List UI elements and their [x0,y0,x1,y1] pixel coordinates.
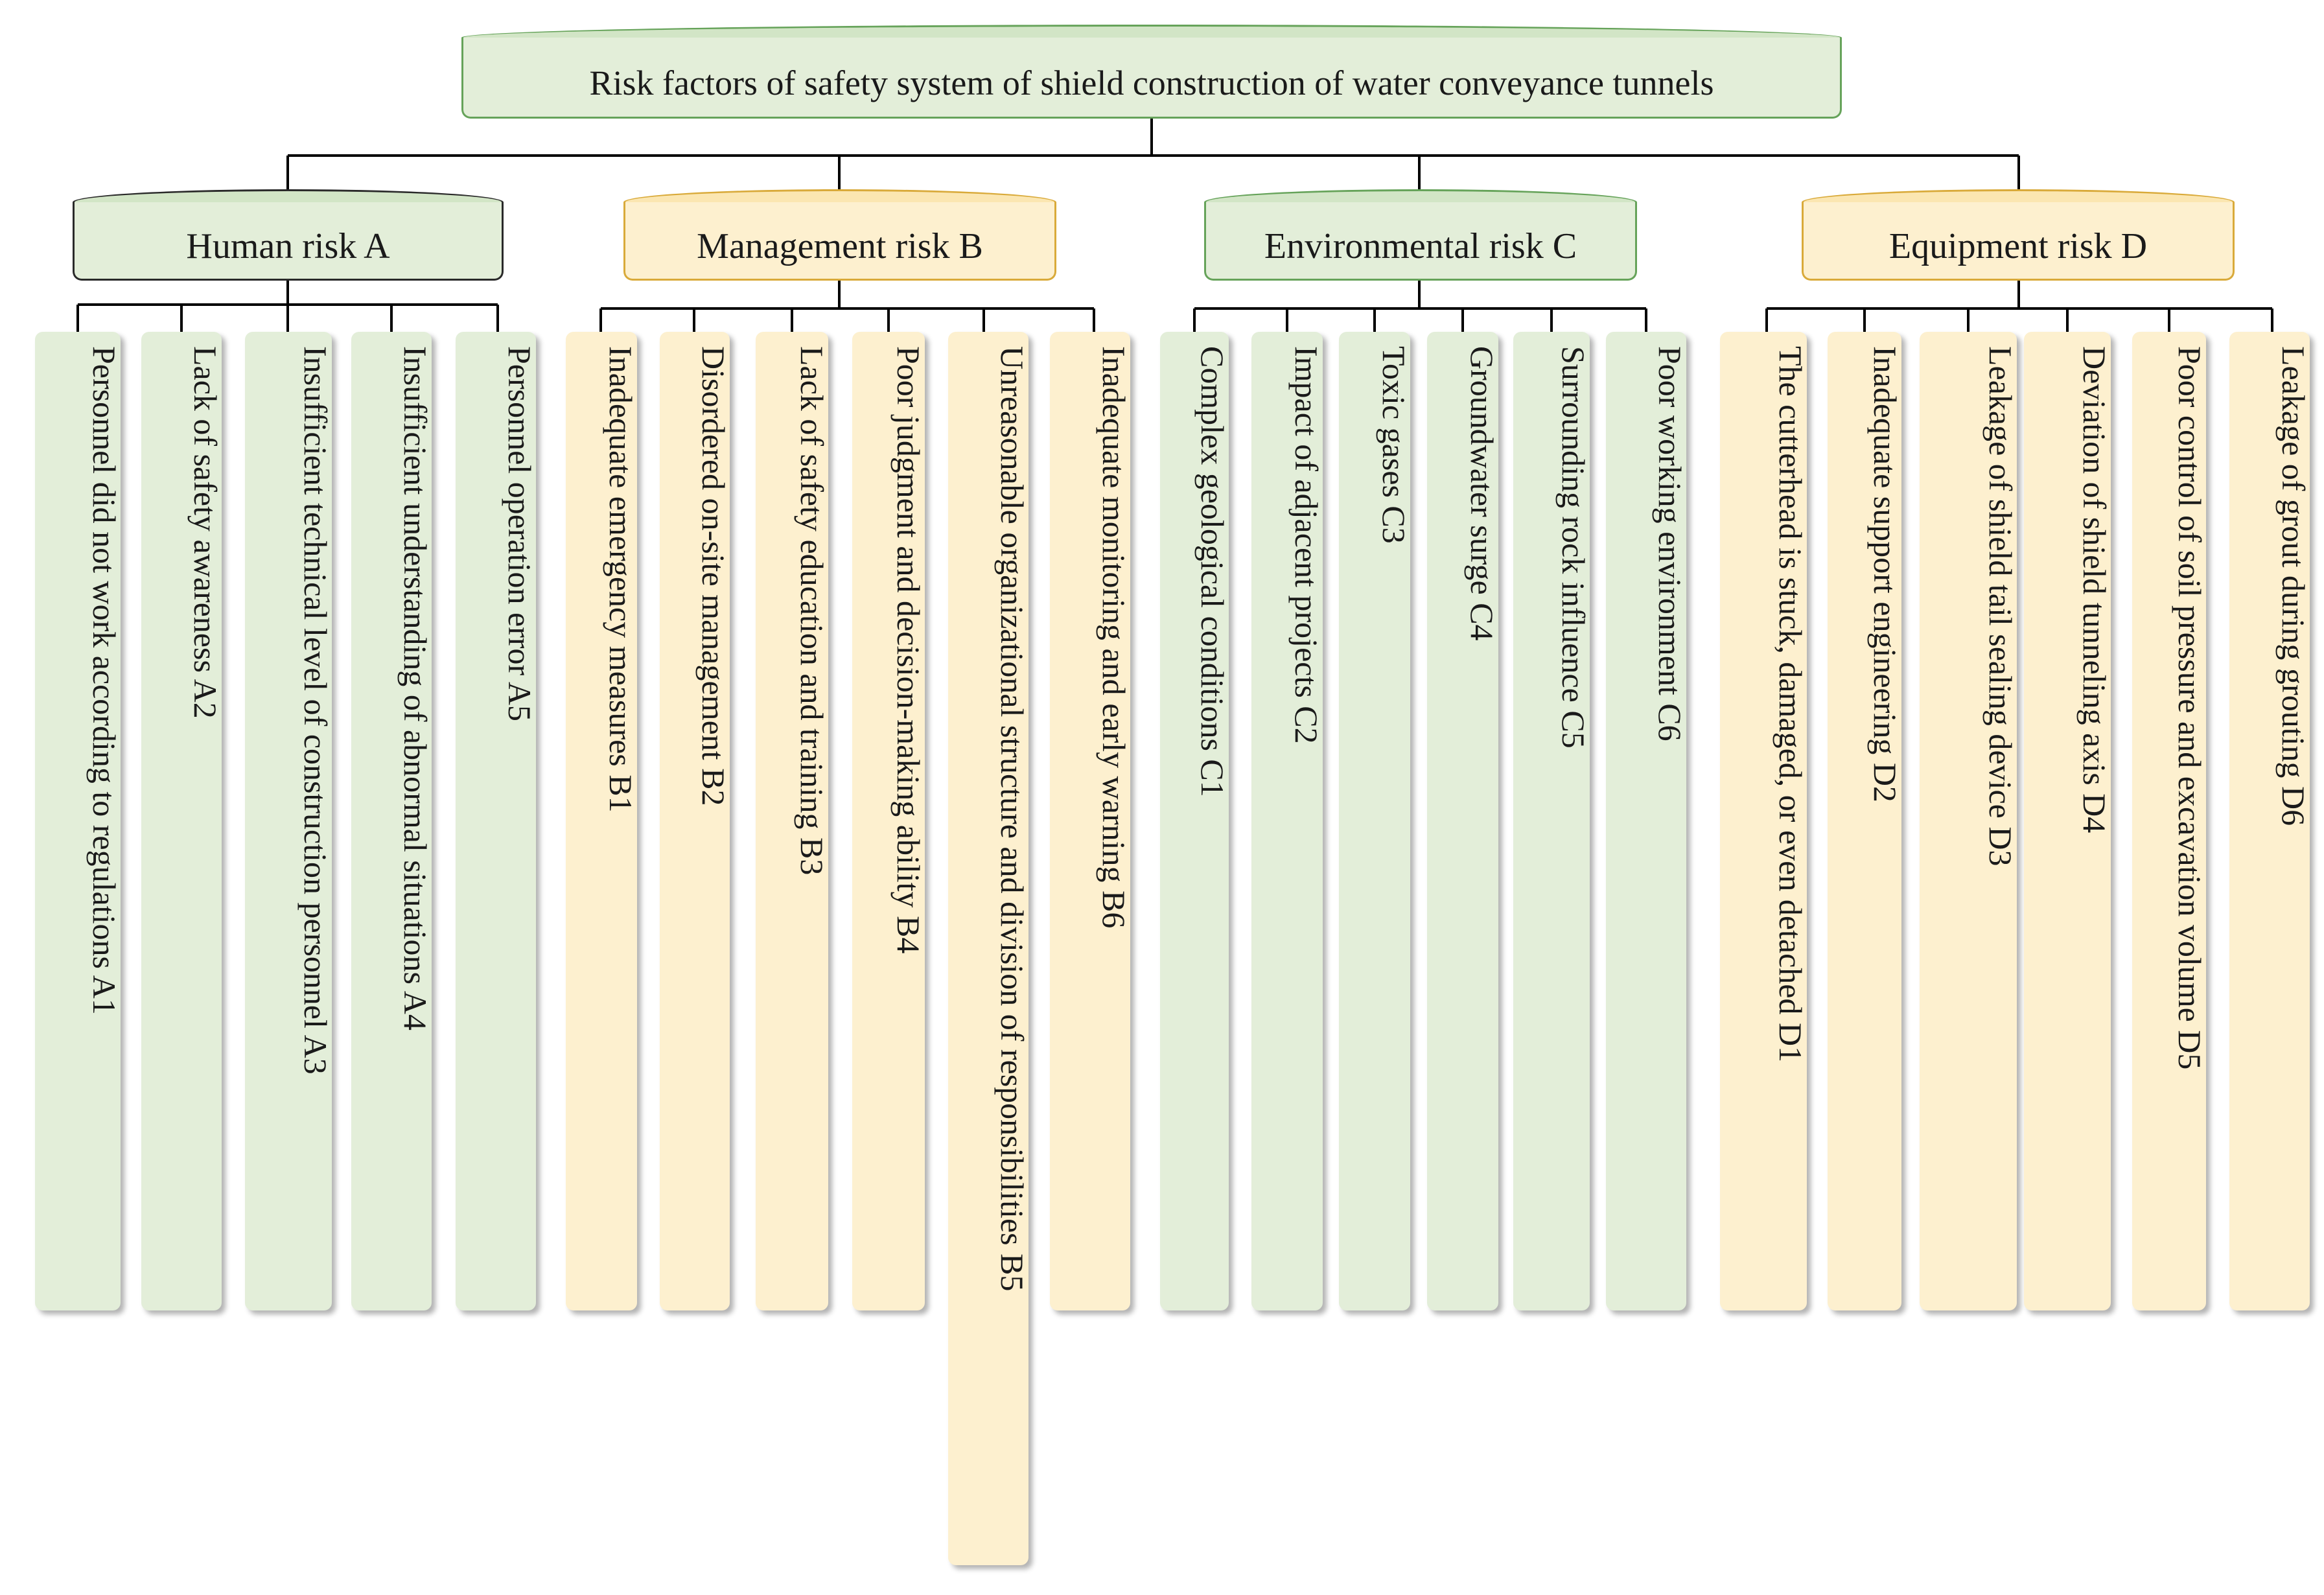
category-label: Human risk A [186,226,390,266]
factor-label: Disordered on-site management B2 [695,346,732,806]
factor-c5: Surrounding rock influence C5 [1513,332,1592,1310]
factor-d6: Leakage of grout during grouting D6 [2229,332,2312,1310]
factor-b3: Lack of safety education and training B3 [756,332,830,1310]
factor-b5: Unreasonable organizational structure an… [948,332,1030,1565]
factor-label: Poor judgment and decision-making abilit… [890,346,927,954]
category-body: Equipment risk D [1802,202,2235,281]
factor-d2: Inadequate support engineering D2 [1828,332,1903,1310]
factor-b6: Inadequate monitoring and early warning … [1050,332,1132,1310]
factor-d1: The cutterhead is stuck, damaged, or eve… [1720,332,1809,1310]
category-body: Environmental risk C [1204,202,1637,281]
root-node: Risk factors of safety system of shield … [461,25,1842,119]
category-management-risk: Management risk B [623,189,1056,281]
root-node-label: Risk factors of safety system of shield … [589,64,1714,102]
factor-c6: Poor working environment C6 [1606,332,1688,1310]
factor-label: Leakage of grout during grouting D6 [2275,346,2312,826]
factor-label: The cutterhead is stuck, damaged, or eve… [1772,346,1809,1063]
root-node-body: Risk factors of safety system of shield … [461,38,1842,119]
category-body: Human risk A [73,202,504,281]
factor-a5: Personnel operation error A5 [456,332,538,1310]
factor-label: Lack of safety awareness A2 [187,346,224,719]
factor-label: Leakage of shield tail sealing device D3 [1982,346,2019,867]
factor-label: Toxic gases C3 [1376,346,1412,544]
category-human-risk: Human risk A [73,189,504,281]
factor-label: Complex geological conditions C1 [1194,346,1231,797]
category-label: Equipment risk D [1888,226,2148,266]
factor-label: Insufficient understanding of abnormal s… [397,346,434,1030]
factor-b1: Inadequate emergency measures B1 [566,332,639,1310]
factor-label: Insufficient technical level of construc… [297,346,334,1075]
factor-a2: Lack of safety awareness A2 [141,332,224,1310]
factor-label: Inadequate support engineering D2 [1867,346,1903,802]
factor-d4: Deviation of shield tunneling axis D4 [2024,332,2113,1310]
factor-label: Surrounding rock influence C5 [1555,346,1592,749]
category-equipment-risk: Equipment risk D [1802,189,2235,281]
category-label: Management risk B [697,226,983,266]
factor-label: Unreasonable organizational structure an… [994,346,1030,1292]
factor-b4: Poor judgment and decision-making abilit… [852,332,927,1310]
factor-label: Personnel did not work according to regu… [86,346,122,1015]
factor-label: Lack of safety education and training B3 [794,346,830,876]
factor-c3: Toxic gases C3 [1339,332,1412,1310]
factor-label: Inadequate monitoring and early warning … [1096,346,1132,929]
factor-label: Personnel operation error A5 [502,346,538,722]
factor-c2: Impact of adjacent projects C2 [1251,332,1325,1310]
factor-label: Poor control of soil pressure and excava… [2172,346,2208,1070]
factor-label: Poor working environment C6 [1652,346,1688,741]
factor-c1: Complex geological conditions C1 [1160,332,1231,1310]
factor-label: Deviation of shield tunneling axis D4 [2076,346,2113,833]
factor-d5: Poor control of soil pressure and excava… [2132,332,2208,1310]
factor-d3: Leakage of shield tail sealing device D3 [1920,332,2019,1310]
factor-a1: Personnel did not work according to regu… [35,332,122,1310]
category-environmental-risk: Environmental risk C [1204,189,1637,281]
category-body: Management risk B [623,202,1056,281]
category-label: Environmental risk C [1264,226,1577,266]
factor-b2: Disordered on-site management B2 [660,332,732,1310]
factor-a3: Insufficient technical level of construc… [245,332,334,1310]
factor-a4: Insufficient understanding of abnormal s… [351,332,434,1310]
factor-label: Impact of adjacent projects C2 [1288,346,1325,744]
factor-label: Inadequate emergency measures B1 [603,346,639,813]
factor-label: Groundwater surge C4 [1464,346,1500,641]
factor-c4: Groundwater surge C4 [1427,332,1500,1310]
